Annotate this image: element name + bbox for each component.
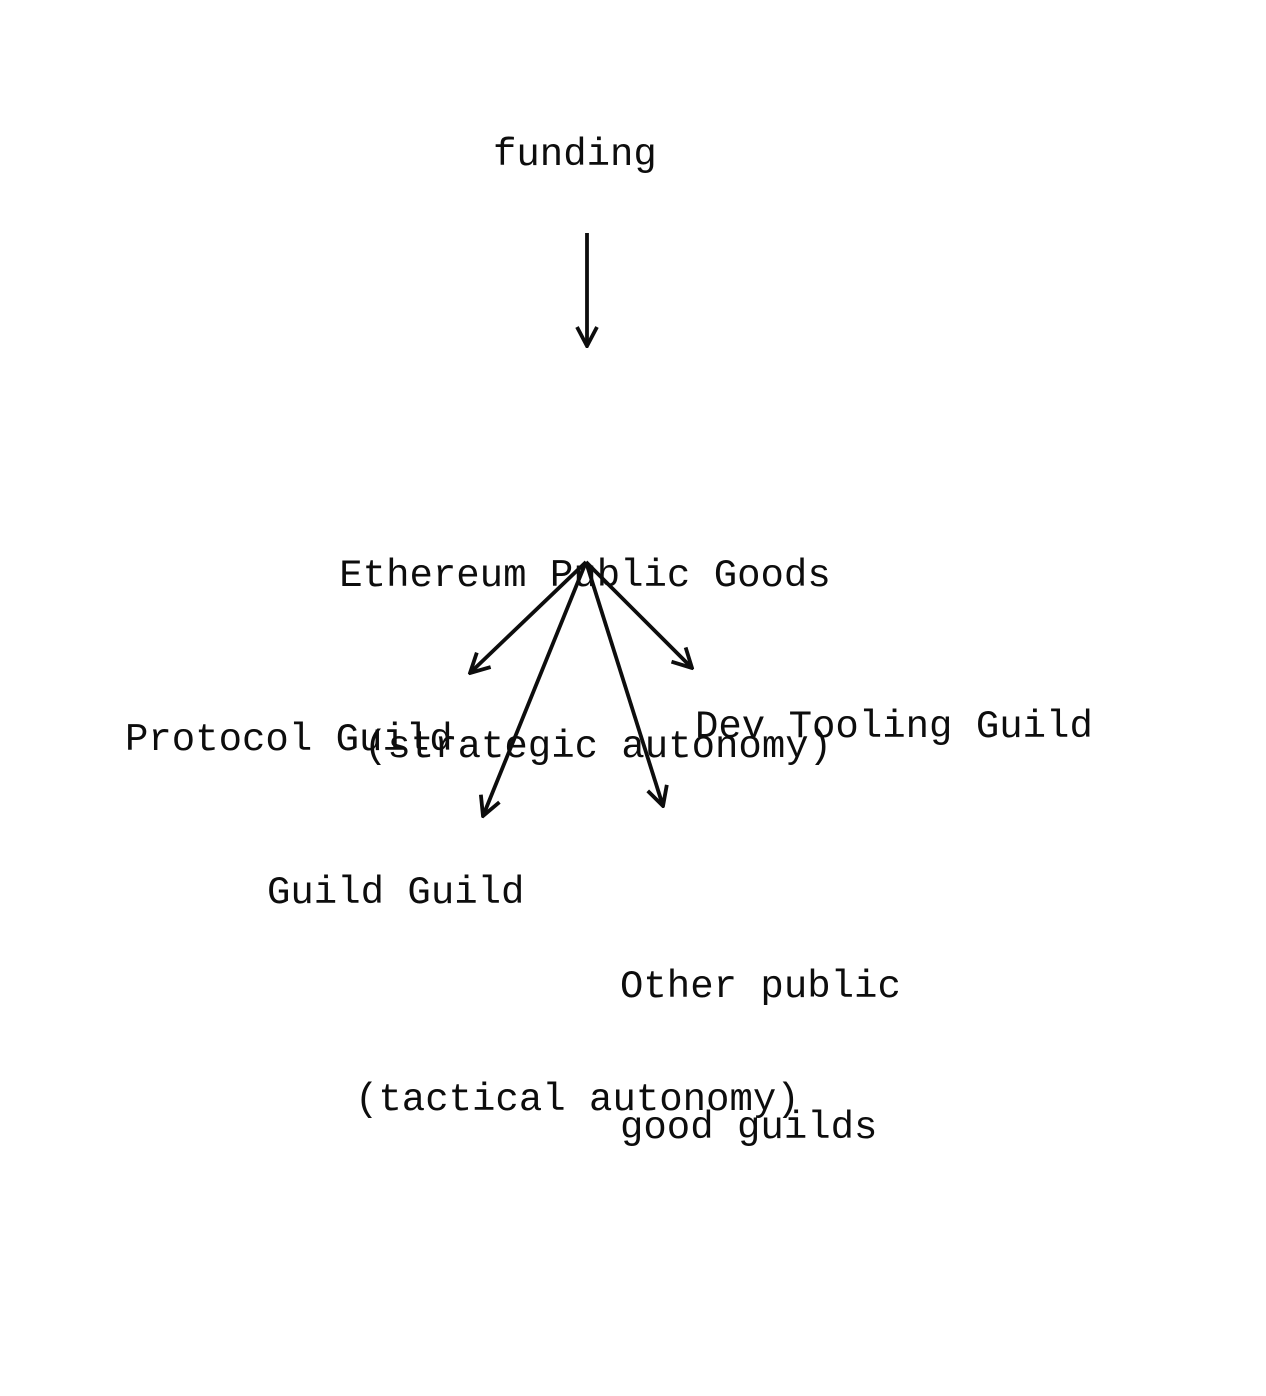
ethereum-public-goods-title: Ethereum Public Goods bbox=[339, 554, 831, 598]
protocol-guild-node: Protocol Guild bbox=[125, 718, 453, 762]
funding-node: funding bbox=[493, 133, 657, 177]
strategic-autonomy-subtitle: (strategic autonomy) bbox=[363, 725, 833, 769]
arrow-epg-to-guild-guild bbox=[483, 561, 588, 816]
ethereum-public-goods-node: Ethereum Public Goods (strategic autonom… bbox=[339, 434, 832, 890]
arrow-epg-to-dev-tooling-guild bbox=[584, 560, 692, 668]
other-public-good-guilds-line1: Other public bbox=[620, 965, 901, 1009]
tactical-autonomy-label: (tactical autonomy) bbox=[355, 1078, 800, 1122]
other-public-good-guilds-line2: good guilds bbox=[620, 1106, 878, 1150]
dev-tooling-guild-node: Dev Tooling Guild bbox=[695, 705, 1093, 749]
guild-guild-node: Guild Guild bbox=[267, 871, 525, 915]
arrow-epg-to-other-public-good-guilds bbox=[584, 561, 663, 806]
other-public-good-guilds-node: Other public good guilds bbox=[620, 870, 901, 1246]
arrow-epg-to-protocol-guild bbox=[470, 560, 588, 673]
